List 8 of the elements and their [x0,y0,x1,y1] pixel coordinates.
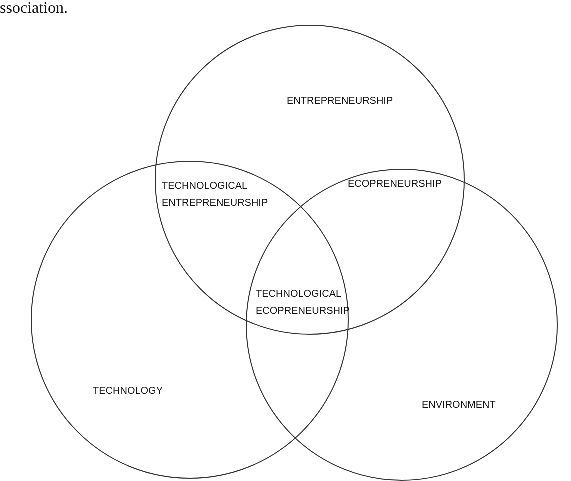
venn-circle [31,161,349,479]
set-label: TECHNOLOGY [93,385,164,399]
set-label: ENVIRONMENT [422,399,496,413]
intersection-label: ECOPRENEURSHIP [348,178,443,192]
venn-circle [155,25,465,335]
intersection-label: TECHNOLOGICAL ENTREPRENEURSHIP [162,180,270,211]
caption-text: ssociation. [0,0,69,18]
set-label: ENTREPRENEURSHIP [287,95,394,109]
